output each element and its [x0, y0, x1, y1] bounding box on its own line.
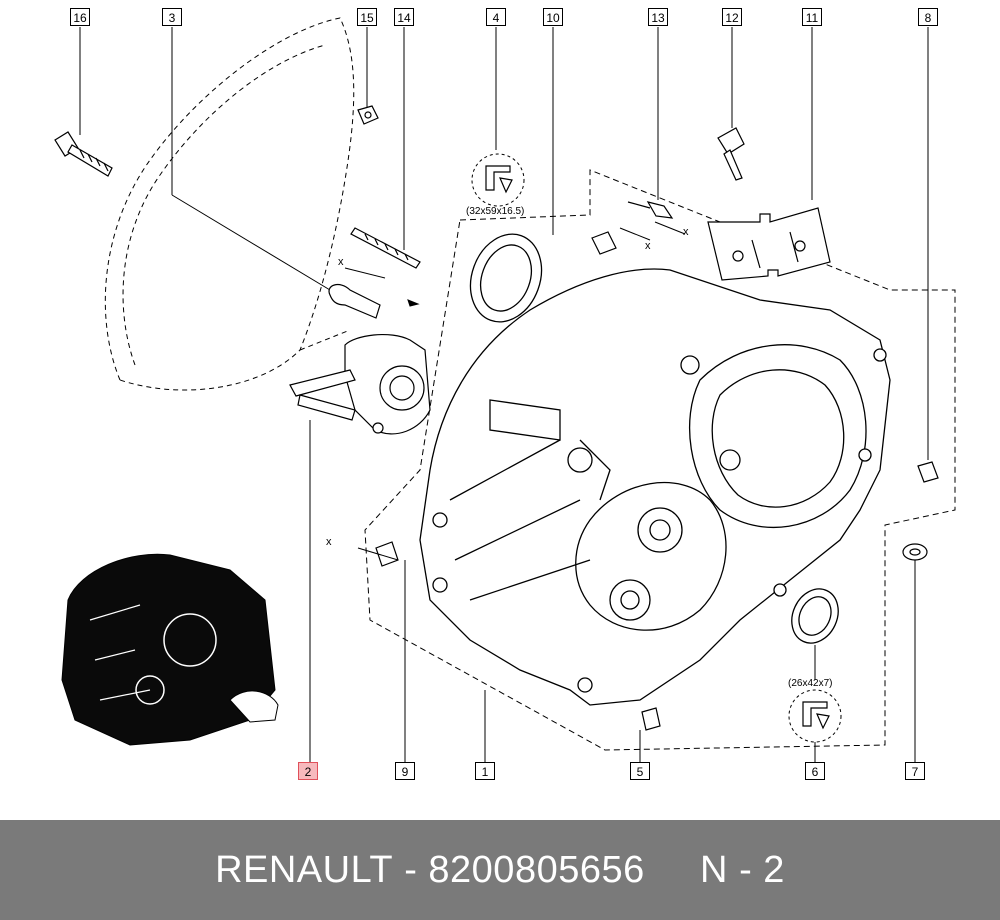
axis-marker-x-3: x: [645, 240, 651, 252]
gearbox-thumbnail: [61, 553, 279, 746]
seal-detail-6: [788, 689, 842, 743]
callout-6: 6: [805, 762, 825, 780]
oil-seal-6: [791, 588, 839, 644]
callout-12: 12: [722, 8, 742, 26]
nut-15: [357, 105, 379, 125]
part-info-footer: RENAULT - 8200805656 N - 2: [0, 820, 1000, 920]
axis-marker-x-1: x: [338, 256, 344, 268]
bracket-11: [707, 207, 831, 281]
axis-marker-x-2: x: [326, 536, 332, 548]
pivot-bolt: [328, 283, 381, 319]
clutch-release-bearing: [289, 334, 431, 435]
callout-4: 4: [486, 8, 506, 26]
callout-15: 15: [357, 8, 377, 26]
callout-8: 8: [918, 8, 938, 26]
gearbox-housing: [419, 268, 891, 706]
callout-2-highlighted[interactable]: 2: [298, 762, 318, 780]
diagram-drawing: [54, 17, 956, 762]
callout-13: 13: [648, 8, 668, 26]
exploded-parts-diagram: 16 3 15 14 4 10 13 12 11 8 2 9 1 5 6 7 (…: [54, 8, 956, 780]
clutch-housing-outline: [104, 17, 355, 391]
washer-7: [902, 543, 928, 561]
axis-marker-x-4: x: [683, 226, 689, 238]
oil-seal-4: [469, 233, 543, 323]
callout-3: 3: [162, 8, 182, 26]
callout-11: 11: [802, 8, 822, 26]
callout-14: 14: [394, 8, 414, 26]
reference-number: 2: [763, 848, 785, 891]
reference-separator: -: [739, 848, 753, 891]
callout-9: 9: [395, 762, 415, 780]
seal-6-dimensions: (26x42x7): [788, 678, 833, 689]
brand-separator: -: [404, 848, 418, 891]
seal-4-dimensions: (32x59x16.5): [466, 206, 525, 217]
seal-detail-4: [471, 153, 525, 207]
part-number: 8200805656: [428, 848, 645, 891]
brand-name: RENAULT: [215, 848, 394, 891]
bolt-13: [627, 201, 674, 219]
callout-1: 1: [475, 762, 495, 780]
callout-5: 5: [630, 762, 650, 780]
housing-envelope: [364, 169, 956, 751]
bolt-12: [717, 127, 745, 181]
reference-prefix: N: [700, 848, 728, 891]
callout-7: 7: [905, 762, 925, 780]
callout-16: 16: [70, 8, 90, 26]
callout-10: 10: [543, 8, 563, 26]
bolt-16: [54, 131, 113, 177]
stud-14: [350, 227, 421, 269]
